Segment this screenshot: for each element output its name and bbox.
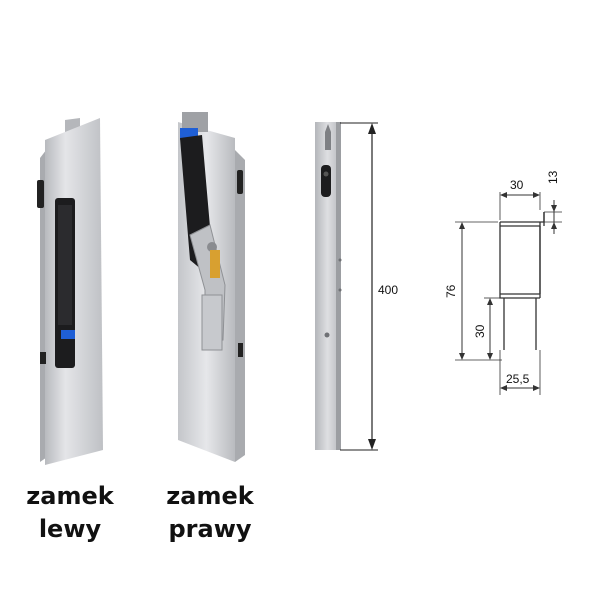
left-lock-image bbox=[37, 118, 103, 465]
caption-right-line1: zamek bbox=[166, 482, 254, 510]
caption-right-line2: prawy bbox=[168, 515, 252, 543]
dimension-label-76: 76 bbox=[444, 284, 458, 298]
left-lock-blue-lever bbox=[61, 330, 75, 339]
right-lock-side-latch bbox=[237, 170, 243, 194]
dimension-label-top-30: 30 bbox=[510, 178, 524, 192]
dimension-label-400: 400 bbox=[378, 283, 399, 297]
right-lock-image bbox=[178, 112, 245, 462]
caption-left-line1: zamek bbox=[26, 482, 114, 510]
caption-left-line2: lewy bbox=[38, 515, 102, 543]
side-view-button bbox=[321, 165, 331, 197]
caption-right-lock: zamek prawy bbox=[160, 480, 260, 546]
dimension-label-25-5: 25,5 bbox=[506, 372, 530, 386]
lock-side-view bbox=[315, 122, 378, 451]
dimension-label-13: 13 bbox=[546, 170, 560, 184]
dimension-label-lower-30: 30 bbox=[473, 324, 487, 338]
left-lock-side-latch bbox=[37, 180, 44, 208]
right-lock-side-profile bbox=[235, 150, 245, 462]
profile-outline bbox=[499, 212, 545, 350]
caption-left-lock: zamek lewy bbox=[20, 480, 120, 546]
cross-section-drawing bbox=[455, 192, 562, 395]
